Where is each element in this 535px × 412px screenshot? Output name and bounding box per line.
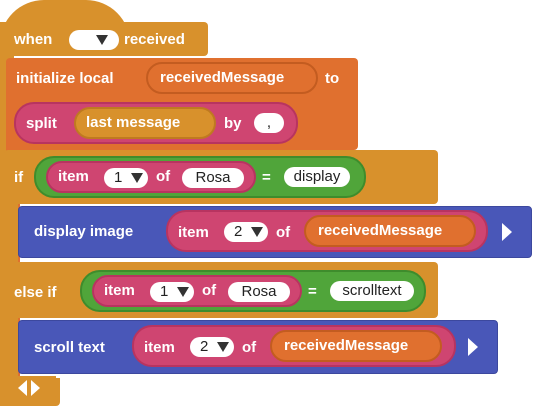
select-item-block-1[interactable]: item 1 of Rosa: [46, 161, 256, 193]
compare-block-2[interactable]: item 1 of Rosa = scrolltext: [80, 270, 426, 312]
of-label: of: [202, 282, 217, 299]
index-dropdown[interactable]: 1: [150, 282, 194, 302]
equals-label: =: [262, 169, 271, 186]
else-if-label: else if: [14, 284, 57, 301]
last-message-getter[interactable]: last message: [74, 107, 216, 139]
list-field[interactable]: Rosa: [182, 168, 244, 188]
index-dropdown[interactable]: 1: [104, 168, 148, 188]
compare-block-1[interactable]: item 1 of Rosa = display: [34, 156, 366, 198]
of-label: of: [156, 168, 171, 185]
if-label: if: [14, 169, 24, 186]
compare-text-field[interactable]: scrolltext: [330, 281, 414, 301]
last-message-text: last message: [86, 114, 181, 131]
equals-label: =: [308, 283, 317, 300]
local-var-name[interactable]: receivedMessage: [146, 62, 318, 94]
mutator-arrows-icon[interactable]: [18, 380, 48, 396]
initialize-local-label: initialize local: [16, 70, 114, 87]
dropdown-arrow-icon: [177, 287, 189, 297]
received-message-text: receivedMessage: [284, 337, 409, 354]
select-item-block-3[interactable]: item 1 of Rosa: [92, 275, 302, 307]
of-label: of: [242, 339, 257, 356]
dropdown-arrow-icon: [131, 173, 143, 183]
item-label: item: [104, 282, 135, 299]
by-label: by: [224, 115, 242, 132]
received-message-text: receivedMessage: [318, 222, 443, 239]
compare-text-field[interactable]: display: [284, 167, 350, 187]
item-label: item: [144, 339, 175, 356]
split-label: split: [26, 115, 57, 132]
select-item-block-2[interactable]: item 2 of receivedMessage: [166, 210, 488, 252]
select-item-block-4[interactable]: item 2 of receivedMessage: [132, 325, 456, 367]
display-image-label: display image: [34, 223, 134, 240]
component-dropdown[interactable]: [69, 30, 119, 50]
dropdown-arrow-icon: [96, 35, 108, 45]
expand-arrow-icon[interactable]: [468, 338, 478, 356]
local-var-name-text: receivedMessage: [160, 69, 285, 86]
received-message-getter[interactable]: receivedMessage: [270, 330, 442, 362]
index-dropdown[interactable]: 2: [190, 337, 234, 357]
if-block-footer: [4, 376, 56, 400]
when-label: when: [14, 31, 53, 48]
received-label: received: [124, 31, 185, 48]
split-block[interactable]: split last message by ,: [14, 102, 298, 144]
index-dropdown[interactable]: 2: [224, 222, 268, 242]
scroll-text-label: scroll text: [34, 339, 105, 356]
expand-arrow-icon[interactable]: [502, 223, 512, 241]
to-label: to: [325, 70, 340, 87]
received-message-getter[interactable]: receivedMessage: [304, 215, 476, 247]
separator-field[interactable]: ,: [254, 113, 284, 133]
item-label: item: [58, 168, 89, 185]
item-label: item: [178, 224, 209, 241]
dropdown-arrow-icon: [217, 342, 229, 352]
of-label: of: [276, 224, 291, 241]
dropdown-arrow-icon: [251, 227, 263, 237]
list-field[interactable]: Rosa: [228, 282, 290, 302]
